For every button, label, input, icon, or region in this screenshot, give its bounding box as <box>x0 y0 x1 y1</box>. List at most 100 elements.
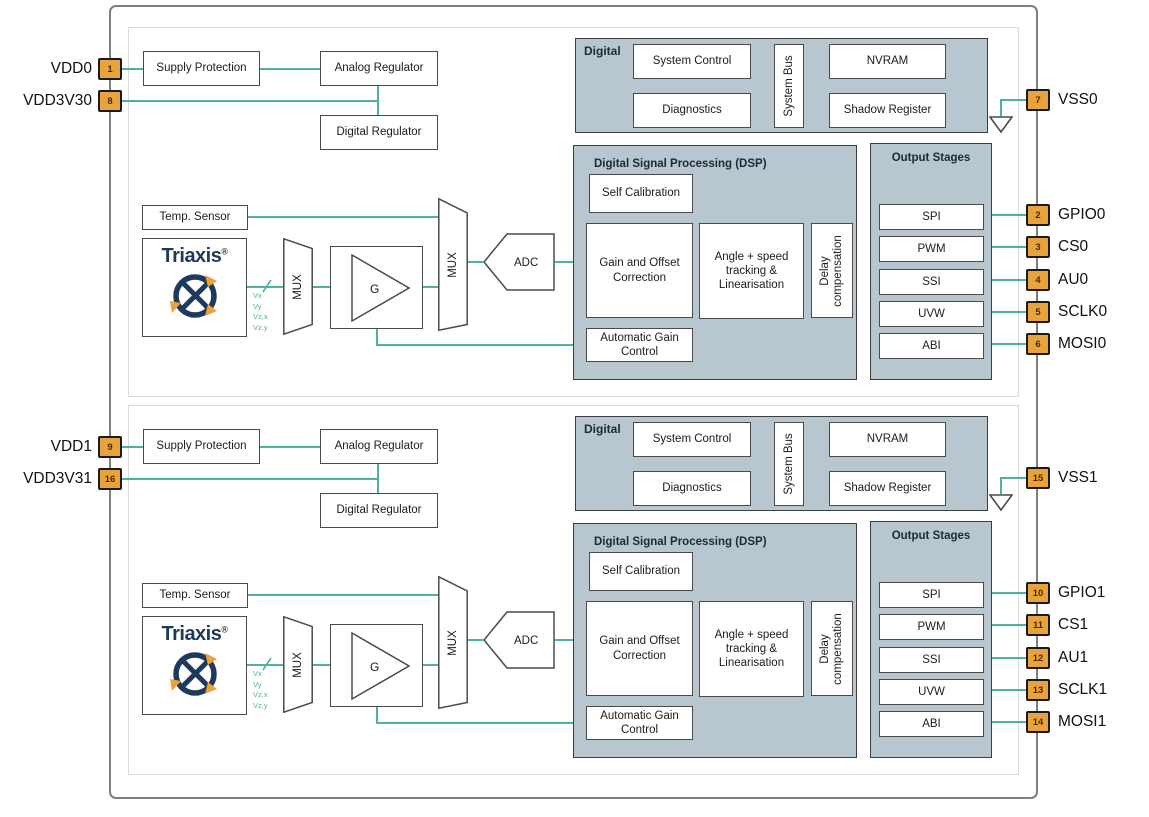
signal-vy: Vy <box>253 301 262 311</box>
wire-mux2-adc <box>468 261 483 263</box>
spi-box: SPI <box>879 582 984 608</box>
die0-section: VDD0 1 VDD3V30 8 Supply Protection Analo… <box>0 27 1149 397</box>
wire-agc <box>376 344 586 346</box>
wire-gain-mux2 <box>423 664 438 666</box>
wire-vdd3v3 <box>122 478 379 480</box>
signal-vzy: Vz,y <box>253 700 268 710</box>
gain-label: G <box>370 282 379 296</box>
system-bus-box: System Bus <box>774 44 804 128</box>
pin-box-out3: 13 <box>1026 679 1050 701</box>
system-control-box: System Control <box>633 422 751 457</box>
pin-label-out2: AU1 <box>1058 649 1089 666</box>
wire-vdd-supply <box>122 68 143 70</box>
adc-label: ADC <box>514 257 538 269</box>
die1-section: VDD1 9 VDD3V31 16 Supply Protection Anal… <box>0 405 1149 775</box>
mux1-block: MUX <box>283 238 313 335</box>
wire-vss-h <box>1000 477 1026 479</box>
triaxis-compass-icon <box>169 652 217 697</box>
bus-slash-icon <box>262 279 272 293</box>
pin-label-out3: SCLK1 <box>1058 681 1108 698</box>
wire-vss-h <box>1000 99 1026 101</box>
mux2-label: MUX <box>447 251 459 278</box>
pin-box-vss: 7 <box>1026 89 1050 111</box>
signal-vzy: Vz,y <box>253 322 268 332</box>
wire-uvw-pin <box>983 311 1026 313</box>
pin-box-out1: 3 <box>1026 236 1050 258</box>
pin-label-vss: VSS0 <box>1058 91 1098 108</box>
wire-triaxis-mux <box>247 664 283 666</box>
pin-label-out3: SCLK0 <box>1058 303 1108 320</box>
output-stages-block: Output Stages SPI PWM SSI UVW ABI <box>870 143 992 380</box>
pin-label-vss: VSS1 <box>1058 469 1098 486</box>
digital-block-title: Digital <box>584 44 621 58</box>
wire-supply-analogreg <box>260 446 320 448</box>
delay-compensation-label: Delay compensation <box>819 234 844 307</box>
wire-adc-dsp <box>555 261 575 263</box>
wire-adc-dsp <box>555 639 575 641</box>
analog-regulator-box: Analog Regulator <box>320 429 438 464</box>
wire-gain-down <box>376 707 378 724</box>
pin-label-vdd3v3: VDD3V30 <box>23 92 92 109</box>
digital-regulator-box: Digital Regulator <box>320 115 438 150</box>
signal-vx: Vx <box>253 291 262 300</box>
pin-box-out2: 4 <box>1026 269 1050 291</box>
mux1-label: MUX <box>292 273 304 300</box>
system-bus-label: System Bus <box>782 433 795 495</box>
self-calibration-box: Self Calibration <box>589 174 693 213</box>
signal-vy: Vy <box>253 679 262 689</box>
triaxis-logo-text: Triaxis® <box>161 245 228 267</box>
wire-spi-pin <box>983 214 1026 216</box>
signal-vzx: Vz,x <box>253 312 268 321</box>
mux1-block: MUX <box>283 616 313 713</box>
mux2-label: MUX <box>447 629 459 656</box>
wire-ssi-pin <box>983 657 1026 659</box>
pin-label-vdd: VDD1 <box>50 438 92 455</box>
wire-ssi-pin <box>983 279 1026 281</box>
chip-outline <box>109 5 1038 799</box>
adc-label: ADC <box>514 635 538 647</box>
wire-pwm-pin <box>983 246 1026 248</box>
mux2-block: MUX <box>438 576 468 709</box>
wire-spi-pin <box>983 592 1026 594</box>
delay-compensation-label: Delay compensation <box>819 612 844 685</box>
angle-speed-box: Angle + speed tracking & Linearisation <box>699 601 804 697</box>
agc-box: Automatic Gain Control <box>586 328 693 362</box>
triaxis-sensor-box: Triaxis® <box>142 238 247 337</box>
pin-label-vdd: VDD0 <box>50 60 92 77</box>
pin-label-out0: GPIO0 <box>1058 206 1106 223</box>
pin-box-vss: 15 <box>1026 467 1050 489</box>
angle-speed-box: Angle + speed tracking & Linearisation <box>699 223 804 319</box>
wire-vss-v <box>1000 99 1002 116</box>
pin-box-out1: 11 <box>1026 614 1050 636</box>
amplifier-triangle-icon: G <box>350 253 410 322</box>
supply-protection-box: Supply Protection <box>143 51 260 86</box>
wire-temp-mux <box>248 216 438 218</box>
delay-compensation-box: Delay compensation <box>811 601 853 696</box>
dsp-block-title: Digital Signal Processing (DSP) <box>594 158 767 170</box>
self-calibration-box: Self Calibration <box>589 552 693 591</box>
pin-box-out4: 6 <box>1026 333 1050 355</box>
wire-mux2-adc <box>468 639 483 641</box>
pin-box-out3: 5 <box>1026 301 1050 323</box>
die0-region-outline <box>128 27 1019 397</box>
temp-sensor-box: Temp. Sensor <box>142 205 248 230</box>
pin-box-out0: 2 <box>1026 204 1050 226</box>
pin-label-out2: AU0 <box>1058 271 1089 288</box>
pin-box-vdd: 9 <box>98 436 122 458</box>
die1-region-outline <box>128 405 1019 775</box>
pin-box-vdd3v3: 16 <box>98 468 122 490</box>
wire-abi-pin <box>983 721 1026 723</box>
nvram-box: NVRAM <box>829 422 946 457</box>
wire-gain-down <box>376 329 378 346</box>
adc-block: ADC <box>483 611 555 669</box>
wire-gain-mux2 <box>423 286 438 288</box>
pin-label-out4: MOSI0 <box>1058 335 1107 352</box>
shadow-register-box: Shadow Register <box>829 471 946 506</box>
ssi-box: SSI <box>879 269 984 295</box>
wire-vdd-supply <box>122 446 143 448</box>
signal-vx: Vx <box>253 669 262 678</box>
nvram-box: NVRAM <box>829 44 946 79</box>
wire-supply-analogreg <box>260 68 320 70</box>
wire-uvw-pin <box>983 689 1026 691</box>
